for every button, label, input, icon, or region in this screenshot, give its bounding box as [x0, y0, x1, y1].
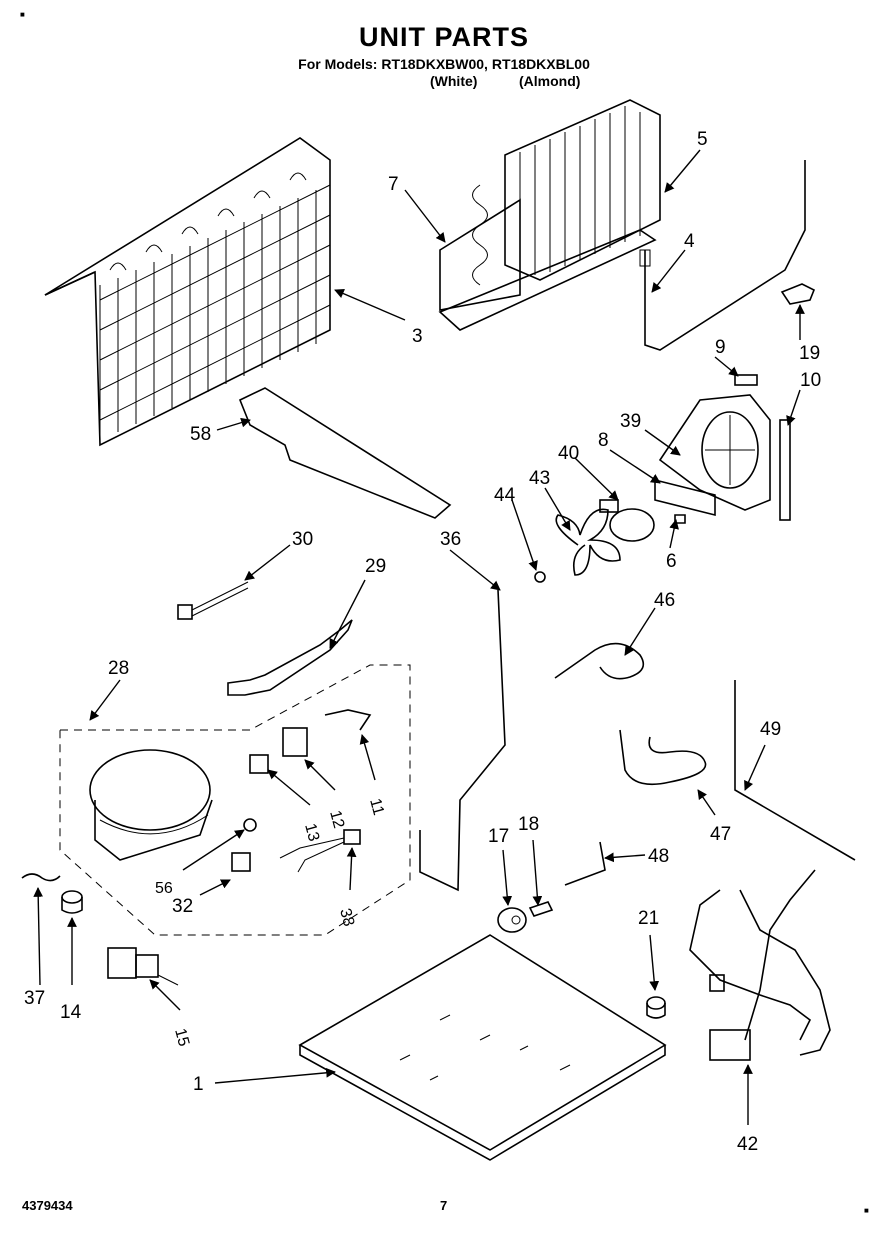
part-38-drawing: [279, 829, 361, 873]
part-12-drawing: [282, 727, 308, 757]
tube-47-drawing: [619, 729, 707, 786]
models-line: For Models: RT18DKXBW00, RT18DKXBL00: [298, 56, 590, 72]
compressor-kit-boundary: [59, 664, 411, 936]
callout-10: 10: [800, 370, 821, 391]
callout-18: 18: [518, 814, 539, 835]
callout-6: 6: [666, 551, 677, 572]
callout-1: 1: [193, 1074, 204, 1095]
document-number: 4379434: [22, 1198, 73, 1213]
compressor-drawing: [89, 749, 213, 861]
callout-40: 40: [558, 443, 579, 464]
roller-17-drawing: [497, 907, 527, 933]
callout-58: 58: [190, 424, 211, 445]
callout-39: 39: [620, 411, 641, 432]
tube-48-drawing: [564, 841, 606, 886]
tube-46-drawing: [554, 642, 645, 680]
base-pan-drawing: [298, 934, 667, 1161]
callout-49: 49: [760, 719, 781, 740]
callout-19: 19: [799, 343, 820, 364]
callout-30: 30: [292, 529, 313, 550]
variant-white-label: (White): [430, 73, 478, 89]
callout-8: 8: [598, 430, 609, 451]
part-32-drawing: [231, 852, 251, 872]
corner-registration-mark: ■: [20, 10, 25, 19]
part-10-drawing: [779, 419, 791, 521]
callout-42: 42: [737, 1134, 758, 1155]
callout-29: 29: [365, 556, 386, 577]
tube-49-drawing: [734, 680, 856, 861]
callout-13: 13: [301, 822, 322, 844]
part-9-drawing: [734, 374, 758, 386]
callout-44: 44: [494, 485, 516, 506]
corner-registration-mark: ■: [864, 1206, 869, 1215]
callout-37: 37: [24, 988, 45, 1009]
callout-46: 46: [654, 590, 675, 611]
callout-17: 17: [488, 826, 509, 847]
callout-11: 11: [366, 797, 387, 818]
page-number: 7: [440, 1198, 448, 1213]
tube-36-drawing: [419, 589, 506, 892]
part-56-drawing: [243, 818, 257, 832]
page-title: UNIT PARTS: [359, 22, 529, 52]
part-15-drawing: [107, 947, 179, 986]
callout-4: 4: [684, 231, 695, 252]
callout-36: 36: [440, 529, 461, 550]
part-30-drawing: [177, 581, 249, 620]
variant-almond-label: (Almond): [519, 73, 581, 89]
callout-15: 15: [171, 1027, 192, 1049]
callout-32: 32: [172, 896, 193, 917]
callout-5: 5: [697, 129, 708, 150]
evaporator-assembly-drawing: [438, 99, 661, 331]
leader-lines: [33, 149, 805, 1125]
fan-motor-assembly-drawing: [534, 394, 771, 583]
drain-pan-drawing: [238, 387, 452, 519]
callout-38: 38: [336, 907, 357, 929]
callout-56: 56: [155, 880, 173, 897]
grommet-drawing: [61, 890, 83, 914]
condenser-coil-drawing: [44, 137, 331, 447]
callout-43: 43: [529, 468, 550, 489]
defrost-heater-wire-drawing: [639, 160, 816, 351]
part-11-drawing: [324, 709, 372, 731]
drier-drawing: [227, 619, 353, 696]
callout-48: 48: [648, 846, 669, 867]
callout-14: 14: [60, 1002, 82, 1023]
callout-7: 7: [388, 174, 399, 195]
callout-12: 12: [326, 809, 347, 831]
callout-9: 9: [715, 337, 726, 358]
callout-21: 21: [638, 908, 659, 929]
callout-labels: 3 5 7 4 9 19 10 39 8 40 43 44 6 58 30 29…: [24, 129, 821, 1155]
callout-3: 3: [412, 326, 423, 347]
callout-28: 28: [108, 658, 129, 679]
wire-harness-drawing: [689, 869, 831, 1061]
part-13-drawing: [249, 754, 269, 774]
part-37-drawing: [21, 873, 61, 882]
grommet-21-drawing: [646, 996, 666, 1019]
screw-18-drawing: [528, 901, 554, 917]
callout-47: 47: [710, 824, 731, 845]
